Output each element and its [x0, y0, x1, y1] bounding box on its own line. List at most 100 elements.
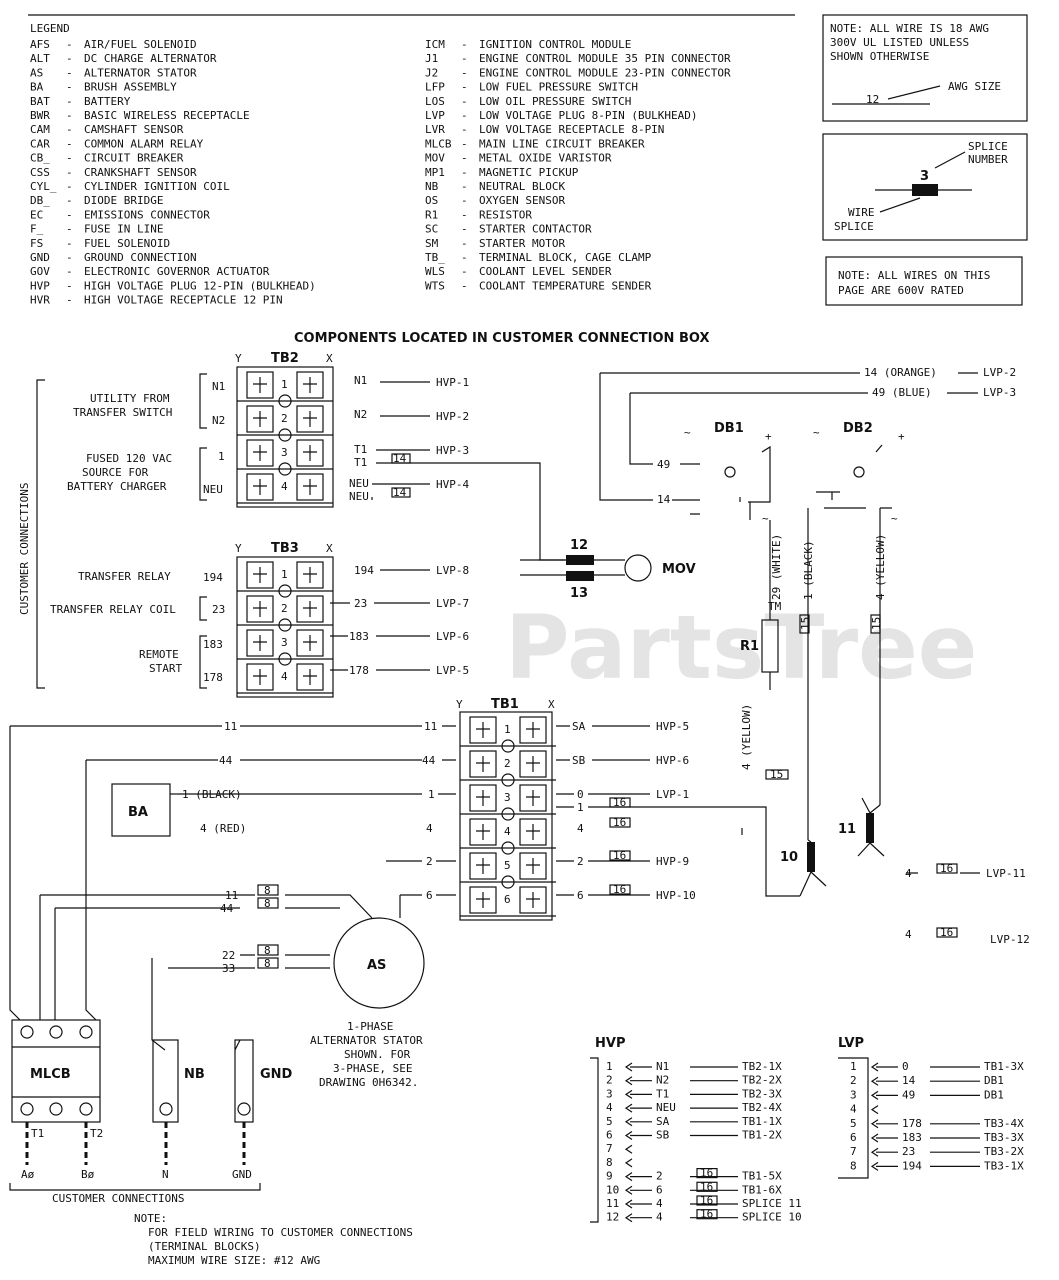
svg-text:194: 194 [354, 564, 374, 577]
terminal-cell [246, 629, 274, 657]
svg-text:WIRE: WIRE [848, 206, 875, 219]
terminal-number: 2 [281, 412, 288, 425]
terminal-cell [519, 852, 547, 880]
lvp-pin: 5 [850, 1117, 857, 1130]
lvp-pin: 1 [850, 1060, 857, 1073]
terminal-cell [296, 439, 324, 467]
svg-text:NUMBER: NUMBER [968, 153, 1008, 166]
legend-dash: - [66, 81, 73, 94]
legend-description: FUSE IN LINE [84, 223, 163, 236]
legend-dash: - [461, 223, 468, 236]
svg-text:13: 13 [570, 586, 588, 601]
terminal-number: 1 [504, 723, 511, 736]
mov-varistor: 12 13 MOV [520, 538, 696, 601]
svg-text:+: + [898, 430, 905, 443]
hvp-pin: 6 [606, 1129, 613, 1142]
svg-text:1 (BLACK): 1 (BLACK) [802, 540, 815, 600]
svg-text:NB: NB [184, 1067, 205, 1082]
svg-text:4 (YELLOW): 4 (YELLOW) [874, 534, 887, 600]
svg-text:SA: SA [572, 720, 586, 733]
terminal-cell [519, 716, 547, 744]
svg-text:R1: R1 [740, 639, 759, 654]
svg-text:SHOWN OTHERWISE: SHOWN OTHERWISE [830, 50, 929, 63]
svg-text:MOV: MOV [662, 562, 696, 577]
hvp-destination: TB2-1X [742, 1060, 782, 1073]
terminal-cell [519, 784, 547, 812]
legend-dash: - [66, 208, 73, 221]
svg-text:GND: GND [260, 1067, 293, 1082]
svg-text:44: 44 [219, 754, 233, 767]
legend-description: ELECTRONIC GOVERNOR ACTUATOR [84, 265, 270, 278]
svg-text:300V UL LISTED UNLESS: 300V UL LISTED UNLESS [830, 36, 969, 49]
legend-abbrev: LFP [425, 81, 445, 94]
splice-symbol [912, 184, 938, 196]
legend-description: MAGNETIC PICKUP [479, 166, 579, 179]
svg-text:(TERMINAL BLOCKS): (TERMINAL BLOCKS) [148, 1240, 261, 1253]
legend-dash: - [66, 265, 73, 278]
terminal-number: 3 [281, 636, 288, 649]
awg-value: 12 [866, 93, 879, 106]
hvp-destination: TB1-6X [742, 1183, 782, 1196]
legend-abbrev: J1 [425, 52, 438, 65]
legend-abbrev: WTS [425, 279, 445, 292]
terminal-number: 2 [281, 602, 288, 615]
svg-text:33: 33 [222, 962, 235, 975]
svg-text:GND: GND [232, 1168, 252, 1181]
svg-text:SHOWN. FOR: SHOWN. FOR [344, 1048, 411, 1061]
svg-text:TB3: TB3 [271, 541, 299, 556]
svg-text:N2: N2 [212, 414, 225, 427]
svg-text:HVP-1: HVP-1 [436, 376, 469, 389]
legend-abbrev: TB_ [425, 251, 445, 264]
customer-connections-vertical-label: CUSTOMER CONNECTIONS [18, 483, 31, 615]
legend-description: BRUSH ASSEMBLY [84, 81, 177, 94]
hvp-destination: TB1-2X [742, 1129, 782, 1142]
svg-text:AS: AS [367, 958, 386, 973]
legend-description: CRANKSHAFT SENSOR [84, 166, 197, 179]
legend-abbrev: ICM [425, 38, 445, 51]
svg-text:HVP-3: HVP-3 [436, 444, 469, 457]
alternator-stator-as: 11 44 8 8 22 33 8 8 AS 1-PHASE ALTERNATO… [9, 726, 425, 1089]
svg-text:FOR FIELD WIRING TO CUSTOMER C: FOR FIELD WIRING TO CUSTOMER CONNECTIONS [148, 1226, 413, 1239]
svg-text:+: + [765, 430, 772, 443]
legend-description: STARTER CONTACTOR [479, 223, 592, 236]
legend-abbrev: FS [30, 237, 43, 250]
lvp-pin: 7 [850, 1145, 857, 1158]
legend-description: AIR/FUEL SOLENOID [84, 38, 197, 51]
legend-abbrev: BA [30, 81, 44, 94]
hvp-pin: 3 [606, 1087, 613, 1100]
legend-description: ALTERNATOR STATOR [84, 66, 197, 79]
svg-text:4: 4 [426, 822, 433, 835]
legend-abbrev: AS [30, 66, 43, 79]
legend-abbrev: CYL_ [30, 180, 57, 193]
splice-number: 3 [920, 169, 929, 184]
legend-description: COOLANT LEVEL SENDER [479, 265, 612, 278]
legend-dash: - [66, 152, 73, 165]
legend-dash: - [461, 52, 468, 65]
svg-text:DB1: DB1 [714, 421, 744, 436]
svg-text:LVP-2: LVP-2 [983, 366, 1016, 379]
hvp-pin: 7 [606, 1142, 613, 1155]
svg-text:N: N [162, 1168, 169, 1181]
legend-dash: - [461, 279, 468, 292]
legend-dash: - [461, 237, 468, 250]
hvp-wire: 4 [656, 1197, 663, 1210]
terminal-cell [246, 439, 274, 467]
legend-description: BATTERY [84, 95, 131, 108]
legend-dash: - [66, 38, 73, 51]
lvp-destination: TB3-4X [984, 1117, 1024, 1130]
legend-dash: - [461, 208, 468, 221]
svg-text:NEU: NEU [349, 490, 369, 503]
svg-text:HVP-2: HVP-2 [436, 410, 469, 423]
terminal-cell [296, 561, 324, 589]
legend-abbrev: BWR [30, 109, 50, 122]
svg-text:11: 11 [224, 720, 237, 733]
terminal-cell [246, 473, 274, 501]
legend-description: RESISTOR [479, 208, 532, 221]
legend-abbrev: OS [425, 194, 438, 207]
legend-description: HIGH VOLTAGE PLUG 12-PIN (BULKHEAD) [84, 279, 316, 292]
legend-description: DC CHARGE ALTERNATOR [84, 52, 217, 65]
svg-text:SOURCE FOR: SOURCE FOR [82, 466, 149, 479]
